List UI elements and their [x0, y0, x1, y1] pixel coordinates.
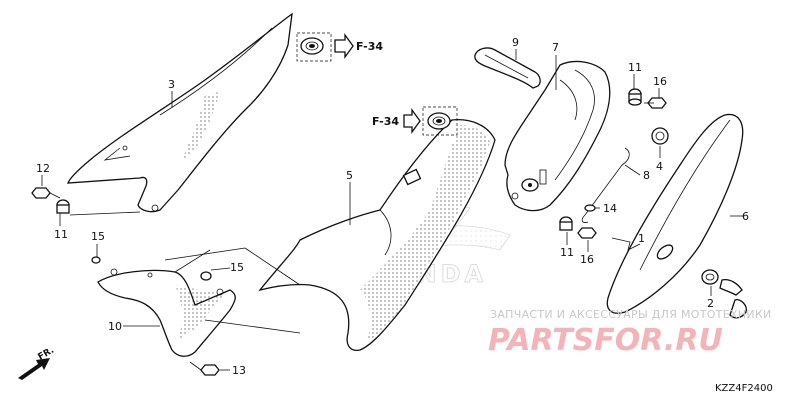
watermark-tagline: ЗАПЧАСТИ И АКСЕССУАРЫ ДЛЯ МОТОТЕХНИКИ — [490, 308, 772, 321]
callout-11-left: 11 — [54, 228, 68, 241]
watermark-brand: PARTSFOR.RU — [488, 323, 723, 358]
reference-f34-top: F-34 — [334, 33, 383, 59]
grommet-middle — [422, 106, 458, 136]
part-6-side-panel — [606, 113, 744, 314]
part-15-screw-right — [200, 271, 212, 281]
front-direction-arrow: FR. — [18, 346, 56, 380]
part-10-lower-cover — [97, 268, 236, 357]
callout-9: 9 — [512, 36, 519, 49]
callout-6: 6 — [742, 210, 749, 223]
callout-8: 8 — [643, 169, 650, 182]
leader-lines — [41, 49, 744, 371]
part-13-bolt — [189, 361, 220, 376]
callout-14: 14 — [603, 202, 617, 215]
callout-16-lower: 16 — [580, 253, 594, 266]
callout-numbers: 3 5 6 7 9 11 16 4 8 14 11 16 1 2 12 11 1… — [36, 36, 749, 377]
callout-11-lower: 11 — [560, 246, 574, 259]
part-16-bolt-upper — [644, 97, 667, 109]
part-8-wire — [581, 147, 630, 223]
part-2-key-lock — [701, 269, 747, 319]
part-11-collar-left — [56, 199, 70, 214]
part-3-side-cover-upper — [67, 12, 293, 213]
part-15-screw-left — [91, 256, 101, 264]
part-12-bolt — [31, 187, 61, 199]
callout-15-right: 15 — [230, 261, 244, 274]
watermark: ЗАПЧАСТИ И АКСЕССУАРЫ ДЛЯ МОТОТЕХНИКИ PA… — [488, 308, 772, 358]
callout-7: 7 — [552, 41, 559, 54]
callout-12: 12 — [36, 162, 50, 175]
part-9-strap — [474, 47, 541, 89]
part-14-clip — [584, 204, 596, 212]
callout-4: 4 — [656, 160, 663, 173]
callout-5: 5 — [346, 169, 353, 182]
callout-13: 13 — [232, 364, 246, 377]
reference-f34-middle: F-34 — [372, 108, 421, 134]
callout-2: 2 — [707, 297, 714, 310]
callout-1: 1 — [638, 232, 645, 245]
callout-3: 3 — [168, 78, 175, 91]
callout-11-upper: 11 — [628, 61, 642, 74]
part-7-inner-cover — [504, 60, 611, 212]
diagram-code: KZZ4F2400 — [715, 383, 773, 394]
part-1-clip — [611, 237, 641, 251]
part-16-bolt-lower — [577, 227, 597, 239]
part-11-collar-lower — [559, 216, 573, 231]
part-11-collar-upper — [628, 88, 642, 106]
callout-15-left: 15 — [91, 230, 105, 243]
ref-f34-top-label: F-34 — [356, 40, 383, 53]
grommet-top — [296, 32, 332, 62]
ref-f34-middle-label: F-34 — [372, 115, 399, 128]
callout-10: 10 — [108, 320, 122, 333]
part-5-side-panel — [258, 119, 496, 351]
part-4-grommet — [651, 127, 669, 145]
callout-16-upper: 16 — [653, 75, 667, 88]
